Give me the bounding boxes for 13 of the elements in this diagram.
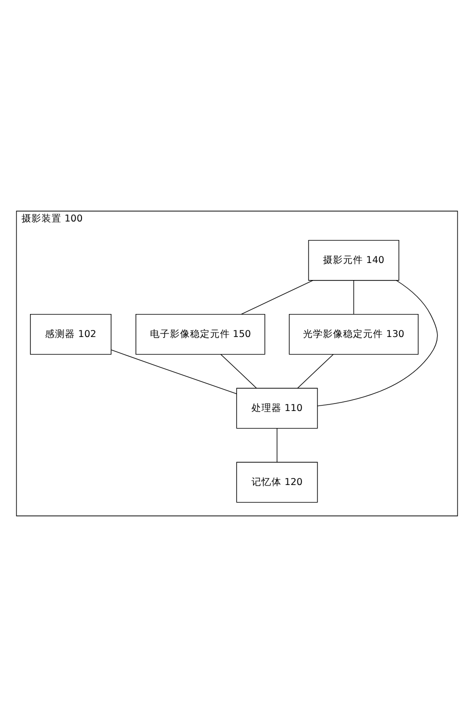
connector bbox=[317, 280, 438, 406]
node-box: 摄影元件 140 bbox=[308, 239, 400, 280]
node-box: 记忆体 120 bbox=[236, 461, 318, 502]
node-box: 光学影像稳定元件 130 bbox=[288, 313, 419, 354]
node-box: 处理器 110 bbox=[236, 387, 318, 428]
connector bbox=[241, 280, 314, 314]
connector bbox=[276, 428, 278, 462]
connector bbox=[353, 280, 354, 314]
connector bbox=[220, 354, 257, 388]
connector bbox=[110, 349, 237, 394]
node-box: 感测器 102 bbox=[30, 313, 112, 354]
node-box: 电子影像稳定元件 150 bbox=[136, 313, 266, 354]
connector bbox=[297, 354, 334, 388]
